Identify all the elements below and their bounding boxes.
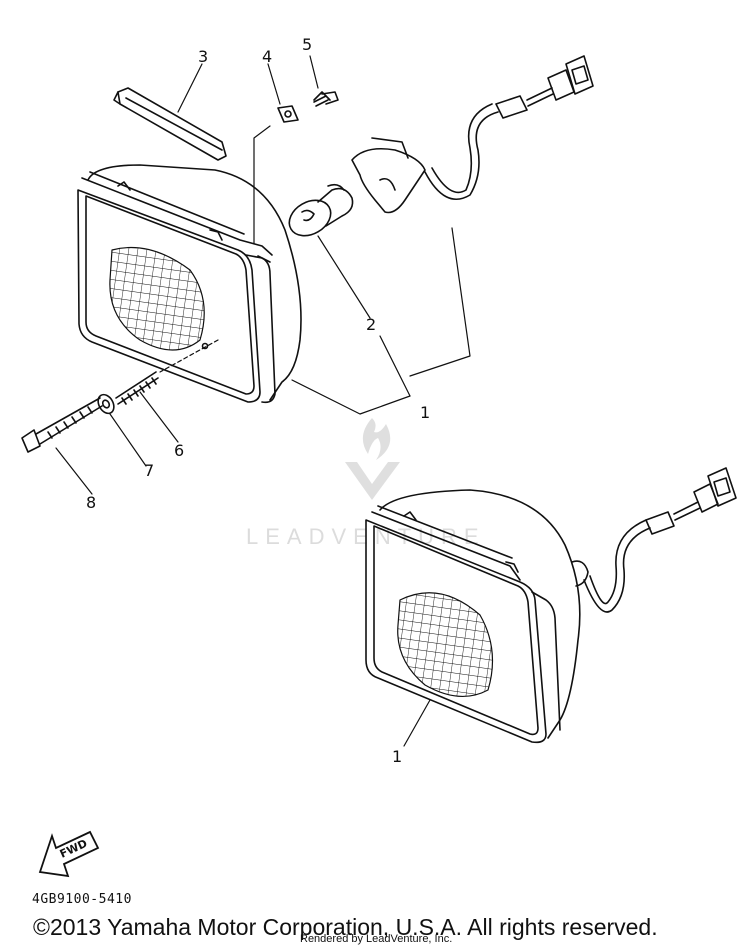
callout-3: 3: [198, 47, 208, 66]
headlight-lower: [365, 467, 737, 744]
bolt-part-8: [21, 397, 103, 453]
lens-grid-upper: [109, 246, 205, 351]
diagram-code: 4GB9100-5410: [32, 892, 132, 907]
headlight-upper: [77, 164, 302, 404]
callout-7: 7: [144, 461, 154, 480]
callout-8: 8: [86, 493, 96, 512]
lens-grid-lower: [397, 592, 494, 698]
leader-lines: [55, 55, 471, 747]
callout-1-upper: 1: [420, 403, 430, 422]
callout-2: 2: [366, 315, 376, 334]
socket-harness: [351, 55, 594, 214]
bulb: [288, 183, 354, 237]
callout-6: 6: [174, 441, 184, 460]
bracket-part-3: [113, 87, 227, 161]
callout-1-lower: 1: [392, 747, 402, 766]
screw-part-5: [313, 91, 339, 107]
spring-part-6: [115, 371, 159, 405]
washer-part-7: [97, 393, 115, 415]
fwd-arrow-icon: FWD: [38, 830, 100, 878]
watermark-logo: LEADVENTURE: [246, 418, 486, 549]
callout-4: 4: [262, 47, 272, 66]
watermark-text: LEADVENTURE: [246, 524, 486, 549]
copyright-text: ©2013 Yamaha Motor Corporation, U.S.A. A…: [33, 914, 658, 940]
callout-5: 5: [302, 35, 312, 54]
nut-part-4: [277, 105, 299, 123]
rendered-by-text: Rendered by LeadVenture, Inc.: [300, 933, 453, 945]
